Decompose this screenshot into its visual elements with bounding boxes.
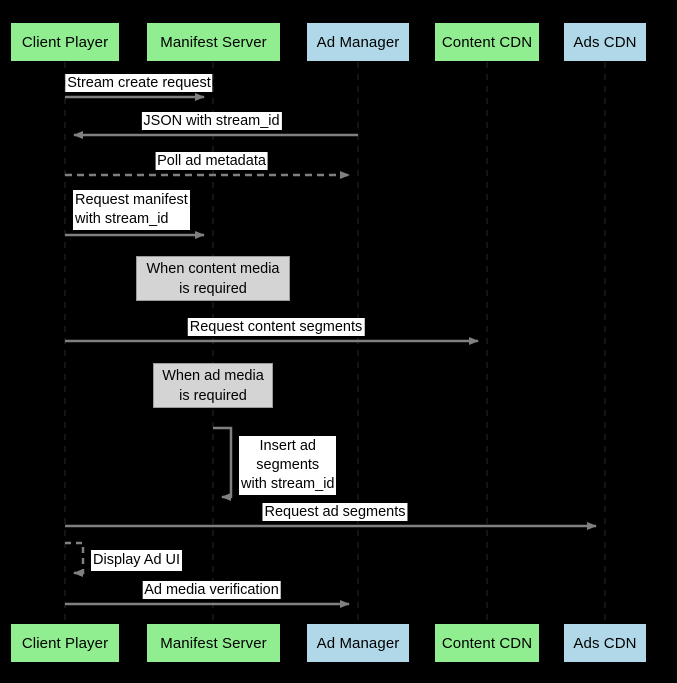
actor-footer-manifest[interactable]: Manifest Server — [146, 623, 281, 663]
self-loop-label-s2: Display Ad UI — [91, 550, 183, 571]
actor-label: Manifest Server — [160, 634, 267, 652]
actor-footer-client[interactable]: Client Player — [10, 623, 120, 663]
message-label-text: Ad media verification — [142, 581, 281, 599]
note-n1: When content media is required — [136, 256, 290, 301]
message-label-m6: Request ad segments — [260, 502, 409, 523]
message-label-m1: Stream create request — [63, 73, 214, 94]
actor-label: Ads CDN — [573, 634, 637, 652]
actor-label: Ad Manager — [316, 634, 400, 652]
message-label-m5: Request content segments — [186, 317, 367, 338]
actor-header-client[interactable]: Client Player — [10, 22, 120, 62]
actor-header-manifest[interactable]: Manifest Server — [146, 22, 281, 62]
message-label-m4: Request manifest with stream_id — [73, 190, 190, 230]
actor-header-content[interactable]: Content CDN — [434, 22, 540, 62]
message-label-m7: Ad media verification — [140, 580, 283, 601]
actor-footer-admgr[interactable]: Ad Manager — [306, 623, 410, 663]
actor-label: Client Player — [21, 634, 109, 652]
actor-header-adscdn[interactable]: Ads CDN — [563, 22, 647, 62]
lifelines-group — [64, 62, 606, 623]
actor-label: Content CDN — [441, 33, 533, 51]
message-label-m2: JSON with stream_id — [139, 111, 283, 132]
actor-label: Ad Manager — [316, 33, 400, 51]
self-loop-label-s1: Insert ad segments with stream_id — [239, 436, 337, 495]
actor-header-admgr[interactable]: Ad Manager — [306, 22, 410, 62]
self-loop-s2 — [65, 541, 85, 577]
actor-label: Ads CDN — [573, 33, 637, 51]
message-label-text: Request content segments — [187, 318, 365, 336]
note-n2: When ad media is required — [153, 363, 273, 408]
message-label-m3: Poll ad metadata — [153, 151, 270, 172]
actor-label: Manifest Server — [160, 33, 267, 51]
message-label-text: Stream create request — [65, 74, 213, 92]
arrows-group — [65, 93, 597, 608]
actor-footer-content[interactable]: Content CDN — [434, 623, 540, 663]
message-label-text: Poll ad metadata — [155, 152, 268, 170]
message-label-text: JSON with stream_id — [141, 112, 282, 130]
self-loop-s1 — [213, 426, 233, 501]
message-label-text: Request ad segments — [262, 503, 408, 521]
actor-label: Content CDN — [441, 634, 533, 652]
actor-label: Client Player — [21, 33, 109, 51]
actor-footer-adscdn[interactable]: Ads CDN — [563, 623, 647, 663]
